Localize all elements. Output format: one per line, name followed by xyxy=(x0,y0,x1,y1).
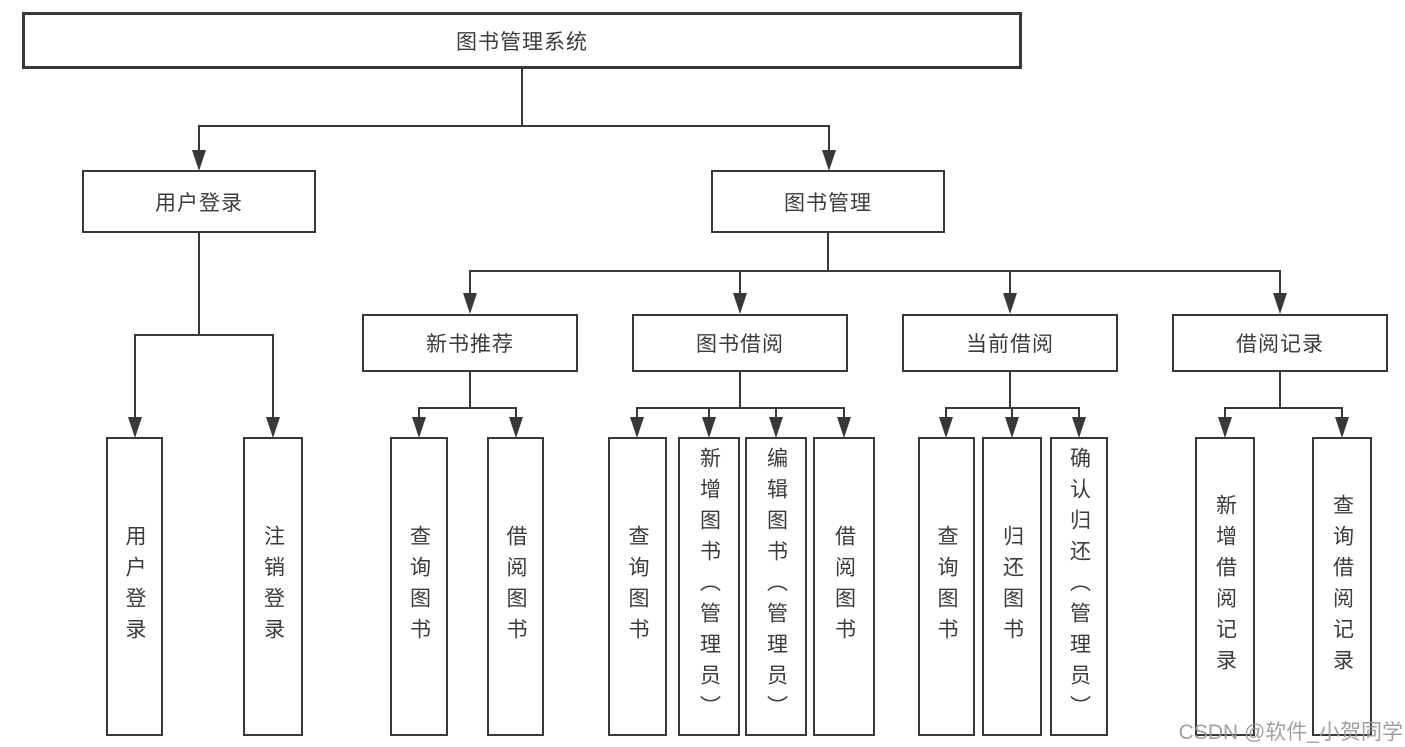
connector-line xyxy=(775,407,777,421)
connector-line xyxy=(1279,270,1281,296)
arrowhead xyxy=(733,293,747,314)
connector-line xyxy=(827,233,829,272)
connector-line xyxy=(515,407,517,421)
arrowhead xyxy=(702,417,716,438)
leaf-label: 归还图书 xyxy=(1000,524,1024,649)
arrowhead xyxy=(266,417,280,438)
node-current-borrowing: 当前借阅 xyxy=(902,314,1118,372)
node-label: 当前借阅 xyxy=(966,333,1054,356)
arrowhead xyxy=(1218,417,1232,438)
leaf-recommend-borrow-books: 借阅图书 xyxy=(487,437,544,736)
connector-line xyxy=(1078,407,1080,421)
arrowhead xyxy=(463,293,477,314)
leaf-label: 借阅图书 xyxy=(504,524,527,649)
leaf-confirm-return-admin: 确认归还（管理员） xyxy=(1050,437,1108,736)
connector-line xyxy=(828,125,830,153)
connector-line xyxy=(469,372,471,409)
connector-line xyxy=(418,407,420,421)
node-book-management: 图书管理 xyxy=(711,170,945,233)
node-label: 图书管理 xyxy=(784,191,872,215)
node-label: 图书借阅 xyxy=(696,333,784,356)
connector-line xyxy=(739,372,741,409)
arrowhead xyxy=(128,417,142,438)
arrowhead xyxy=(1072,417,1086,438)
arrowhead xyxy=(769,417,783,438)
connector-line xyxy=(521,69,523,127)
leaf-add-borrow-record: 新增借阅记录 xyxy=(1195,437,1255,736)
connector-line xyxy=(1224,407,1343,409)
connector-line xyxy=(636,407,845,409)
leaf-label: 确认归还（管理员） xyxy=(1067,447,1091,726)
connector-line xyxy=(272,334,274,420)
connector-line xyxy=(1009,270,1011,296)
leaf-label: 借阅图书 xyxy=(832,524,856,649)
connector-line xyxy=(134,334,136,420)
connector-line xyxy=(198,125,830,127)
connector-line xyxy=(469,270,1281,272)
node-user-login: 用户登录 xyxy=(82,170,316,233)
leaf-label: 新增图书（管理员） xyxy=(697,447,721,726)
arrowhead xyxy=(1273,293,1287,314)
leaf-label: 用户登录 xyxy=(123,524,146,649)
node-new-book-recommendation: 新书推荐 xyxy=(362,314,578,372)
leaf-label: 查询图书 xyxy=(407,524,431,649)
leaf-label: 查询图书 xyxy=(626,524,649,649)
arrowhead xyxy=(192,150,206,171)
connector-line xyxy=(198,233,200,336)
connector-line xyxy=(198,125,200,153)
connector-line xyxy=(134,334,274,336)
node-label: 图书管理系统 xyxy=(456,30,588,54)
connector-line xyxy=(1224,407,1226,421)
connector-line xyxy=(945,407,947,421)
arrowhead xyxy=(837,417,851,438)
node-label: 用户登录 xyxy=(155,191,243,215)
connector-line xyxy=(708,407,710,421)
leaf-recommend-query-books: 查询图书 xyxy=(390,437,448,736)
leaf-label: 编辑图书（管理员） xyxy=(764,447,788,726)
node-library-management-system: 图书管理系统 xyxy=(22,12,1022,69)
connector-line xyxy=(418,407,517,409)
leaf-user-login: 用户登录 xyxy=(106,437,163,736)
connector-line xyxy=(469,270,471,296)
node-book-borrowing: 图书借阅 xyxy=(632,314,848,372)
connector-line xyxy=(1009,372,1011,409)
leaf-borrowing-query-books: 查询图书 xyxy=(608,437,667,736)
leaf-label: 查询借阅记录 xyxy=(1330,493,1354,680)
arrowhead xyxy=(412,417,426,438)
leaf-borrowing-borrow-books: 借阅图书 xyxy=(813,437,875,736)
leaf-logout: 注销登录 xyxy=(243,437,303,736)
arrowhead xyxy=(1005,417,1019,438)
connector-line xyxy=(1341,407,1343,421)
arrowhead xyxy=(509,417,523,438)
leaf-current-query-books: 查询图书 xyxy=(918,437,975,736)
leaf-query-borrow-record: 查询借阅记录 xyxy=(1312,437,1372,736)
arrowhead xyxy=(1335,417,1349,438)
arrowhead xyxy=(822,150,836,171)
arrowhead xyxy=(1003,293,1017,314)
leaf-label: 新增借阅记录 xyxy=(1213,493,1237,680)
leaf-add-books-admin: 新增图书（管理员） xyxy=(678,437,740,736)
node-label: 新书推荐 xyxy=(426,333,514,356)
connector-line xyxy=(739,270,741,296)
arrowhead xyxy=(630,417,644,438)
csdn-watermark: CSDN @软件_小贺同学 xyxy=(1178,721,1403,744)
connector-line xyxy=(1279,372,1281,409)
connector-line xyxy=(843,407,845,421)
leaf-label: 查询图书 xyxy=(935,524,958,649)
connector-line xyxy=(1011,407,1013,421)
arrowhead xyxy=(939,417,953,438)
leaf-return-books: 归还图书 xyxy=(982,437,1042,736)
leaf-edit-books-admin: 编辑图书（管理员） xyxy=(745,437,807,736)
node-borrowing-records: 借阅记录 xyxy=(1172,314,1388,372)
node-label: 借阅记录 xyxy=(1236,333,1324,356)
leaf-label: 注销登录 xyxy=(261,524,285,649)
connector-line xyxy=(636,407,638,421)
